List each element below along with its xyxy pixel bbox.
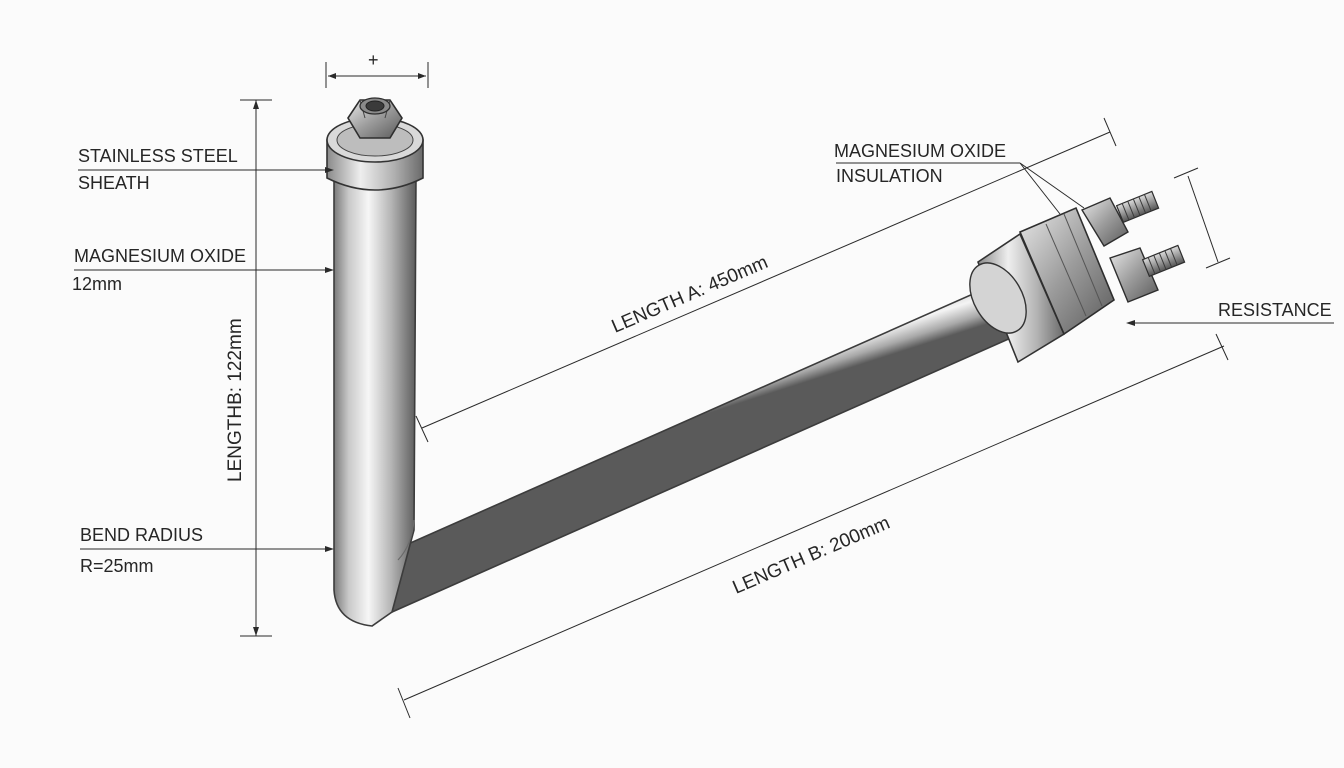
labels: + STAINLESS STEEL SHEATH MAGNESIUM OXIDE… bbox=[72, 50, 1332, 599]
heater-tube bbox=[333, 175, 1024, 627]
label-mgo-right-line1: MAGNESIUM OXIDE bbox=[834, 141, 1006, 161]
tube-vertical-section bbox=[333, 175, 417, 627]
label-stainless-line2: SHEATH bbox=[78, 173, 150, 193]
dim-length-b: LENGTH B: 200mm bbox=[730, 512, 893, 598]
dimension-lines bbox=[240, 62, 1231, 719]
terminal-hex-body bbox=[1018, 206, 1115, 336]
label-bend-line1: BEND RADIUS bbox=[80, 525, 203, 545]
top-width-mark: + bbox=[368, 50, 379, 70]
label-mgo-left-line2: 12mm bbox=[72, 274, 122, 294]
dim-length-a: LENGTH A: 450mm bbox=[609, 252, 772, 338]
terminal-bolt-lower bbox=[1141, 244, 1186, 278]
dim-vertical-length: LENGTHB: 122mm bbox=[225, 318, 246, 482]
label-mgo-left-line1: MAGNESIUM OXIDE bbox=[74, 246, 246, 266]
top-fitting bbox=[326, 97, 424, 191]
label-stainless-line1: STAINLESS STEEL bbox=[78, 146, 238, 166]
terminal-assembly bbox=[969, 190, 1186, 364]
label-mgo-right-line2: INSULATION bbox=[836, 166, 943, 186]
leader-lines bbox=[74, 162, 1334, 552]
tube-diagonal-section bbox=[370, 280, 1024, 614]
label-bend-line2: R=25mm bbox=[80, 556, 154, 576]
terminal-bolt-upper bbox=[1115, 190, 1160, 224]
label-resistance: RESISTANCE bbox=[1218, 300, 1332, 320]
